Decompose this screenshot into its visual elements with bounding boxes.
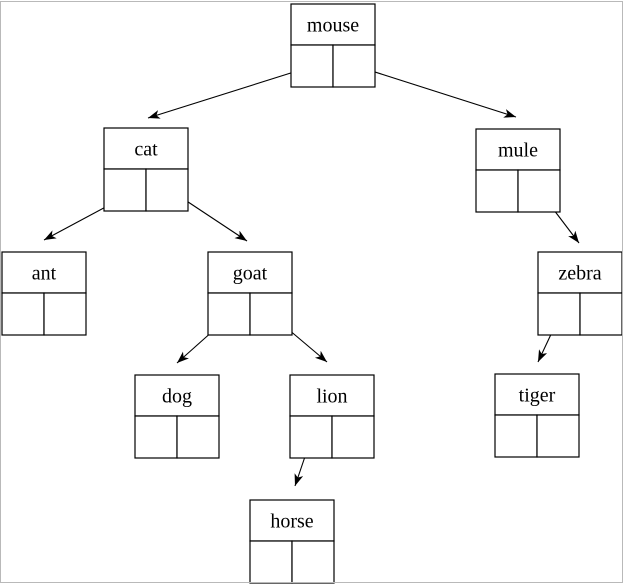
node-goat-right-pointer-cell — [249, 292, 293, 336]
node-cat-label-box — [103, 127, 189, 170]
node-ant: ant — [1, 251, 87, 336]
node-ant-label: ant — [32, 263, 57, 285]
node-zebra-label: zebra — [558, 263, 601, 285]
node-mouse-right-pointer-cell — [332, 44, 376, 88]
node-ant-left-pointer-cell — [1, 292, 45, 336]
node-mule-label: mule — [498, 140, 538, 162]
node-dog-label-box — [134, 374, 220, 417]
node-zebra-label-box — [537, 251, 623, 294]
node-mouse-label: mouse — [307, 15, 359, 37]
node-lion-label-box — [289, 374, 375, 417]
edge-mouse-left-to-cat — [147, 65, 314, 119]
node-mule-left-pointer-cell — [475, 169, 519, 213]
node-dog-left-pointer-cell — [134, 415, 178, 459]
node-tiger: tiger — [494, 373, 580, 458]
node-cat-right-pointer-cell — [145, 168, 189, 212]
node-dog-label: dog — [162, 386, 192, 408]
node-horse: horse — [249, 499, 335, 584]
node-tiger-label: tiger — [519, 385, 556, 407]
node-goat-label-box — [207, 251, 293, 294]
node-goat-label: goat — [233, 263, 268, 285]
node-dog: dog — [134, 374, 220, 459]
node-dog-right-pointer-cell — [176, 415, 220, 459]
node-mouse-left-pointer-cell — [290, 44, 334, 88]
node-mule: mule — [475, 128, 561, 213]
node-cat-left-pointer-cell — [103, 168, 147, 212]
node-mule-label-box — [475, 128, 561, 171]
node-ant-right-pointer-cell — [43, 292, 87, 336]
node-lion-label: lion — [316, 386, 347, 408]
node-horse-label-box — [249, 499, 335, 542]
node-tiger-right-pointer-cell — [536, 414, 580, 458]
node-goat: goat — [207, 251, 293, 336]
node-horse-left-pointer-cell — [249, 540, 293, 584]
node-mouse: mouse — [290, 3, 376, 88]
node-zebra: zebra — [537, 251, 623, 336]
node-zebra-left-pointer-cell — [537, 292, 581, 336]
node-lion: lion — [289, 374, 375, 459]
node-cat: cat — [103, 127, 189, 212]
edge-mouse-right-to-mule — [352, 64, 517, 118]
node-lion-left-pointer-cell — [289, 415, 333, 459]
node-lion-right-pointer-cell — [331, 415, 375, 459]
node-zebra-right-pointer-cell — [579, 292, 623, 336]
node-horse-right-pointer-cell — [291, 540, 335, 584]
node-cat-label: cat — [134, 139, 158, 161]
node-ant-label-box — [1, 251, 87, 294]
node-mule-right-pointer-cell — [517, 169, 561, 213]
node-horse-label: horse — [270, 511, 313, 533]
node-tiger-left-pointer-cell — [494, 414, 538, 458]
node-goat-left-pointer-cell — [207, 292, 251, 336]
